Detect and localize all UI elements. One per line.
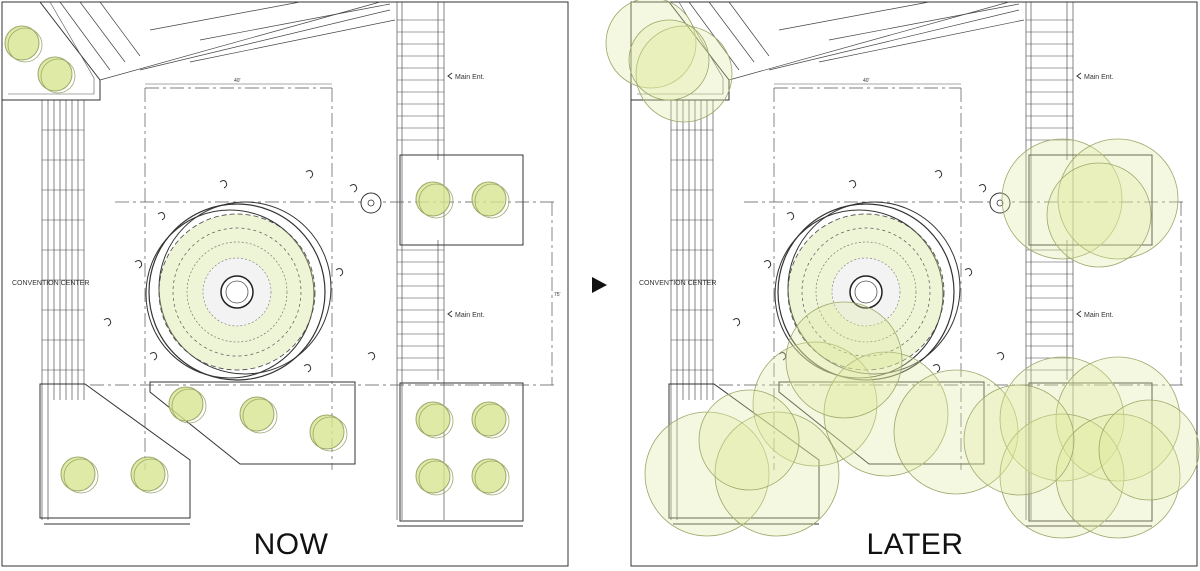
dimension-top-label: 40' — [234, 78, 241, 84]
main-entrance-label-mid: Main Ent. — [455, 312, 485, 319]
panel-title-now: NOW — [253, 528, 329, 561]
main-entrance-label-top-later: Main Ent. — [1084, 74, 1114, 81]
play-triangle-icon — [592, 277, 607, 293]
main-entrance-label-mid-later: Main Ent. — [1084, 312, 1114, 319]
panel-later: CONVENTION CENTER Main Ent. Main Ent. 40… — [605, 0, 1200, 567]
panel-title-later: LATER — [866, 528, 964, 561]
dimension-top-label-later: 40' — [863, 78, 870, 84]
main-entrance-label-top: Main Ent. — [455, 74, 485, 81]
convention-center-label: CONVENTION CENTER — [12, 280, 89, 287]
dimension-right-label: 75' — [554, 292, 561, 298]
convention-center-label-later: CONVENTION CENTER — [639, 280, 716, 287]
panel-now: CONVENTION CENTER Main Ent. Main Ent. 40… — [1, 1, 569, 567]
